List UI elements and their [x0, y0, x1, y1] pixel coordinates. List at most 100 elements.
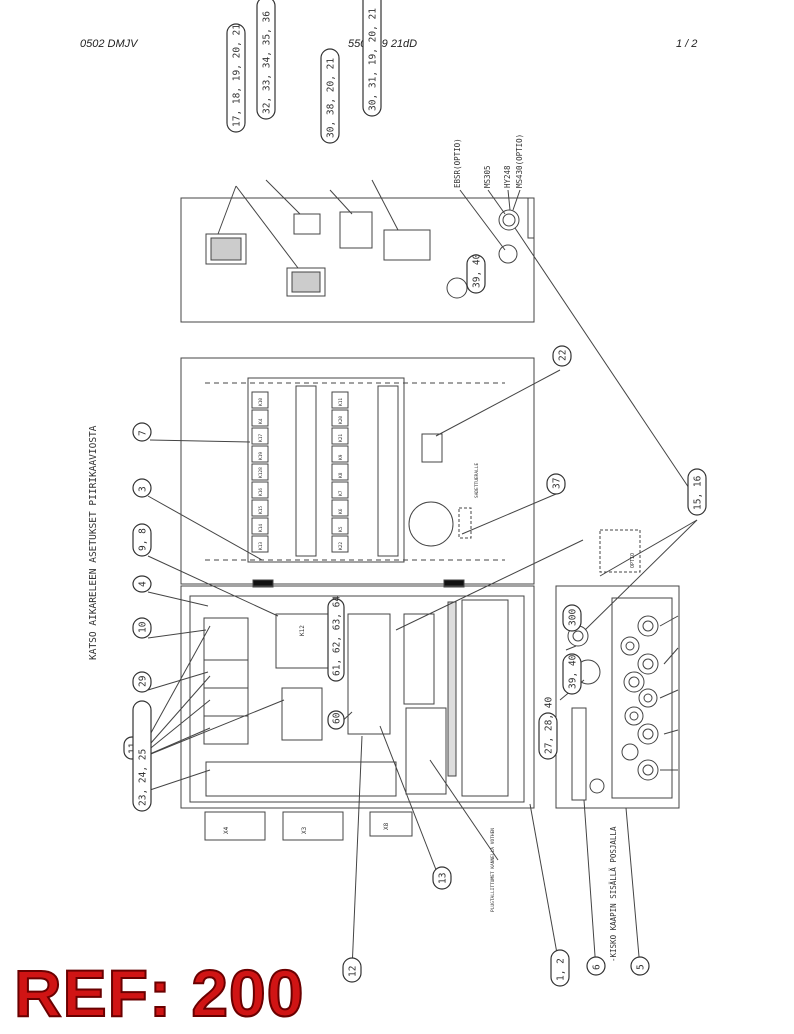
callout-c-7: 7	[132, 422, 152, 442]
note-inner: SADETTUERALLE	[474, 462, 480, 498]
label-k12: K12	[299, 625, 306, 636]
callout-c-30a: 30, 38, 20, 21	[320, 48, 340, 144]
callout-text: 60	[332, 712, 343, 724]
callout-text: 39, 40	[472, 253, 483, 288]
connector-x6	[339, 211, 373, 249]
callout-c-12: 12	[342, 957, 362, 983]
bottom-terminal-row	[205, 761, 397, 797]
callout-text: 32, 33, 34, 35, 36	[262, 11, 273, 114]
callout-c-15: 15, 16	[687, 468, 707, 516]
callout-text: 29	[138, 675, 149, 687]
note-left: KATSO AIKARELEEN ASETUKSET PIIRIKAAVIOST…	[88, 425, 99, 660]
relay-k10: K10	[251, 391, 269, 409]
relay-label: K11	[338, 398, 344, 406]
callout-text: 37	[552, 478, 563, 489]
relay-k7: K7	[331, 481, 349, 499]
connector-x3	[282, 811, 344, 841]
label-optio: OPTIO	[630, 553, 636, 568]
hinge-right	[443, 579, 465, 588]
display-box	[421, 433, 443, 463]
terminal-strip-b	[377, 385, 399, 557]
relay-label: K15	[258, 506, 264, 514]
label-ms305: MS305	[483, 165, 492, 188]
terminal-bank-1	[405, 707, 447, 795]
callout-text: 22	[558, 350, 569, 361]
mounting-plate	[189, 595, 525, 803]
connector-x8	[369, 811, 413, 837]
door-meter	[408, 501, 454, 547]
callout-text: 1, 2	[556, 958, 567, 981]
terminal-strip-a	[295, 385, 317, 557]
callout-c-60: 60	[327, 710, 345, 730]
callout-text: 27, 28, 40	[544, 697, 555, 754]
contactor-block	[403, 613, 435, 705]
callout-c-30b: 30, 31, 19, 20, 21	[362, 0, 382, 117]
callout-c-22: 22	[552, 345, 572, 367]
relay-k8: K8	[331, 463, 349, 481]
k12-relay	[275, 613, 337, 669]
callout-c-5: 5	[630, 956, 650, 976]
cabinet-frame	[180, 585, 535, 809]
relay-label: K17	[258, 434, 264, 442]
relay-label: K5	[338, 526, 344, 532]
callout-text: 13	[438, 873, 449, 884]
callout-text: 4	[138, 581, 149, 587]
relay-k9: K9	[331, 445, 349, 463]
label-x4: X4	[223, 826, 230, 834]
connector-x1	[205, 233, 247, 265]
optio-box	[599, 529, 641, 573]
terminal-bank-2	[461, 599, 509, 797]
relay-label: K7	[338, 490, 344, 496]
relay-k16: K16	[251, 481, 269, 499]
connector-x4	[204, 811, 266, 841]
relay-k14: K14	[251, 517, 269, 535]
callout-c-17: 17, 18, 19, 20, 21	[226, 23, 246, 133]
callout-c-300: 300	[562, 604, 582, 632]
callout-text: 23, 24, 25	[138, 749, 149, 806]
relay-label: K21	[338, 434, 344, 442]
connector-x2	[286, 267, 326, 297]
relay-k128: K128	[251, 463, 269, 481]
callout-c-32: 32, 33, 34, 35, 36	[256, 0, 276, 120]
callout-c-98: 9, 8	[132, 523, 152, 557]
relay-label: K128	[258, 467, 264, 478]
callout-c-37: 37	[546, 473, 566, 495]
callout-text: 30, 31, 19, 20, 21	[368, 8, 379, 111]
relay-label: K13	[258, 542, 264, 550]
label-ebsr: EBSR(OPTIO)	[453, 138, 462, 188]
callout-text: 10	[138, 621, 149, 633]
gland-ms305	[498, 209, 520, 231]
relay-label: K10	[258, 398, 264, 406]
callout-c-6: 6	[586, 956, 606, 976]
relay-label: K22	[338, 542, 344, 550]
callout-c-12b: 1, 2	[550, 949, 570, 987]
callout-text: 61, 62, 63, 64	[332, 596, 343, 676]
note-bottom-mid: PLUGTALLITTUMET KANNELLA VOTHEN	[490, 828, 496, 912]
relay-k19: K19	[251, 445, 269, 463]
callout-text: 30, 38, 20, 21	[326, 58, 337, 138]
callout-c-23: 23, 24, 25	[132, 700, 152, 812]
door-frame	[180, 357, 535, 585]
callout-c-3: 3	[132, 478, 152, 498]
relay-label: K8	[338, 472, 344, 478]
callout-text: 5	[636, 964, 647, 970]
ref-label: REF: 200	[13, 956, 305, 1030]
relay-k20: K20	[331, 409, 349, 427]
module-column	[203, 617, 249, 745]
hinge-left	[252, 579, 274, 588]
callout-c-4: 4	[132, 575, 152, 593]
callout-text: 15, 16	[693, 475, 704, 510]
terminal-stack	[347, 613, 391, 735]
callout-c-29: 29	[132, 671, 152, 693]
relay-label: K16	[258, 488, 264, 496]
connector-x5	[293, 213, 321, 235]
callout-text: 39, 40	[568, 654, 579, 689]
relay-label: K6	[338, 508, 344, 514]
callout-text: 9, 8	[138, 528, 149, 551]
ebsr-hole	[498, 244, 518, 264]
relay-k15: K15	[251, 499, 269, 517]
callout-text: 300	[568, 609, 579, 626]
